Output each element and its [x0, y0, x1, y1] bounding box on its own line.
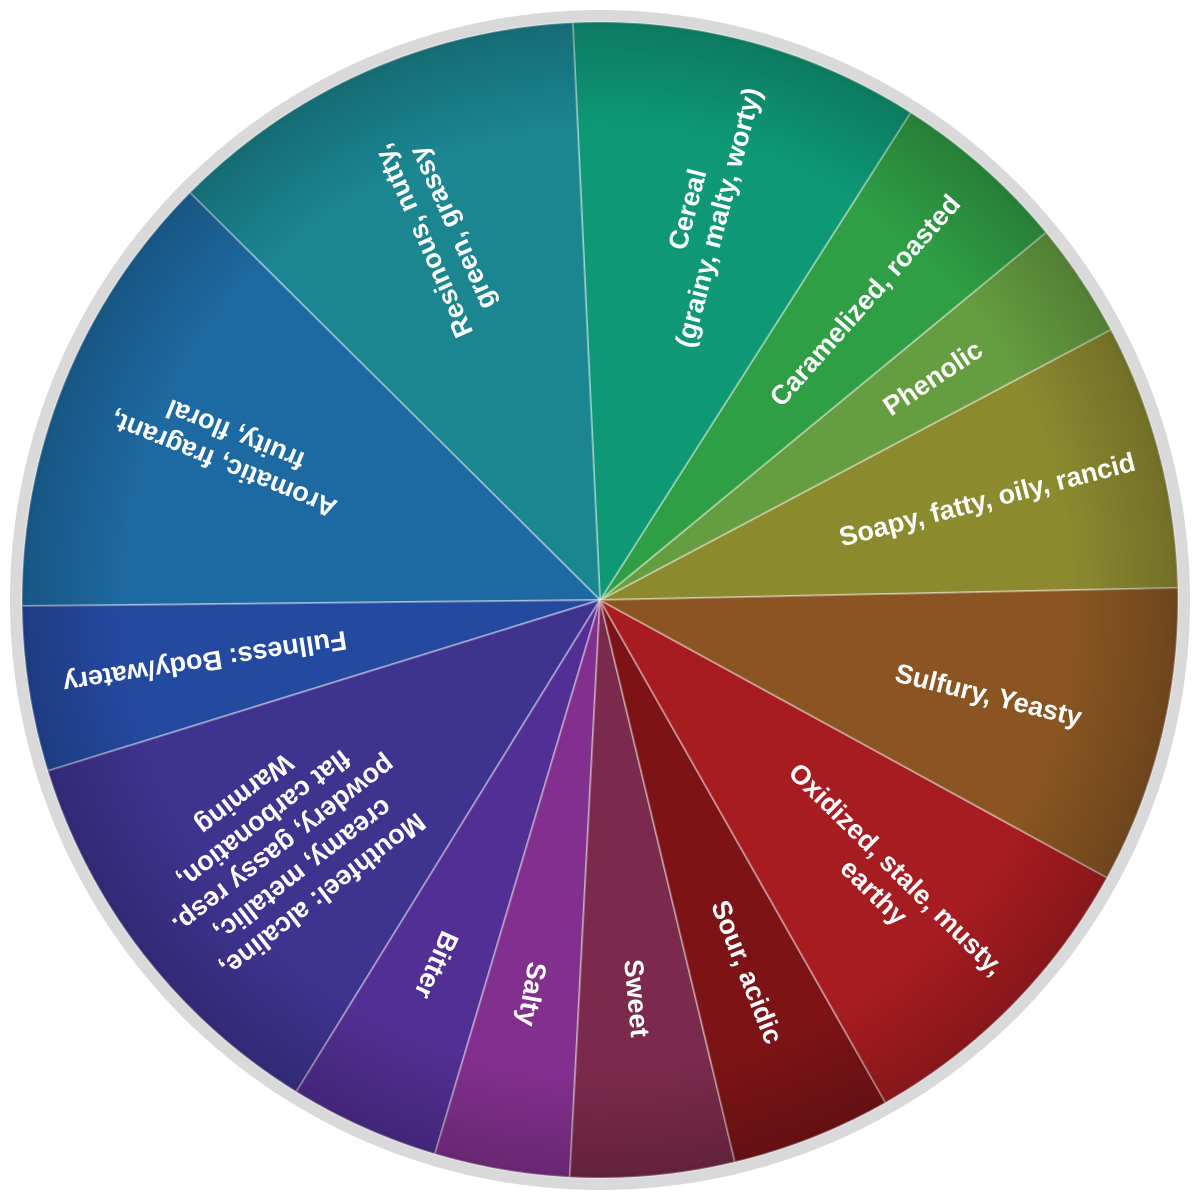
segment-label-line: Sweet [618, 958, 655, 1038]
segment-label-sweet: Sweet [618, 958, 655, 1038]
wheel-segments [21, 21, 1179, 1179]
